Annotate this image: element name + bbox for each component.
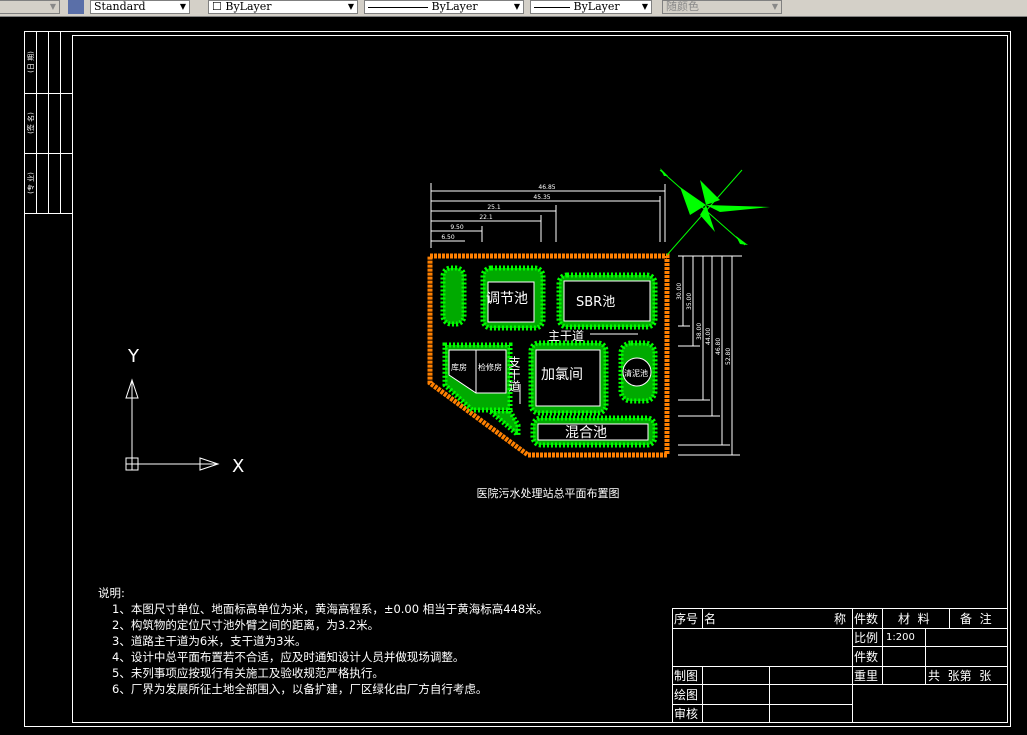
notes-heading: 说明: xyxy=(98,586,125,600)
lineweight-combo[interactable]: ByLayer▼ xyxy=(530,0,652,14)
label-tiaojie: 调节池 xyxy=(486,291,528,307)
note-5: 5、未列事项应按现行有关施工及验收规范严格执行。 xyxy=(112,666,384,680)
storage-repair-rooms xyxy=(448,349,507,394)
layer-combo[interactable]: ☐ ByLayer▼ xyxy=(208,0,358,14)
tb-scale-label: 比例 xyxy=(854,631,879,645)
sludge-pool xyxy=(622,357,652,387)
title-block-grid xyxy=(672,608,1008,723)
dim-46-85: 46.85 xyxy=(538,184,555,191)
dim-22-1: 22.1 xyxy=(479,214,493,221)
color-value: 随颜色 xyxy=(666,0,699,13)
text-style-icon[interactable] xyxy=(68,0,84,14)
label-main-road: 主干道 xyxy=(548,329,584,343)
dim-52-80: 52.80 xyxy=(725,348,732,365)
drawing-frame xyxy=(24,31,1011,727)
dim-9-50: 9.50 xyxy=(450,224,464,231)
notes: 说明: 1、本图尺寸单位、地面标高单位为米，黄海高程系，±0.00 相当于黄海标… xyxy=(98,585,548,697)
note-6: 6、厂界为发展所征土地全部围入，以备扩建，厂区绿化由厂方自行考虑。 xyxy=(112,682,488,696)
right-dimensions xyxy=(678,255,742,456)
top-dimensions xyxy=(430,183,666,248)
side-label-major: (专 业) xyxy=(26,172,35,194)
label-sbr: SBR池 xyxy=(576,295,615,310)
text-style-value: Standard xyxy=(94,0,146,13)
tb-scale: 1:200 xyxy=(886,632,915,643)
linetype-value: ByLayer xyxy=(431,0,478,13)
note-2: 2、构筑物的定位尺寸池外臂之间的距离，为3.2米。 xyxy=(112,618,380,632)
label-qingni: 清泥池 xyxy=(624,368,648,378)
lineweight-value: ByLayer xyxy=(573,0,620,13)
dim-45-35: 45.35 xyxy=(533,194,550,201)
note-3: 3、道路主干道为6米，支干道为3米。 xyxy=(112,634,307,648)
note-4: 4、设计中总平面布置若不合适，应及时通知设计人员并做现场调整。 xyxy=(112,650,465,664)
tb-drafting: 绘图 xyxy=(674,688,699,702)
drawing-title: 医院污水处理站总平面布置图 xyxy=(477,486,620,500)
label-jialv: 加氯间 xyxy=(541,367,583,383)
axis-y-label: Y xyxy=(127,346,140,367)
dim-38-00: 38.00 xyxy=(696,323,703,340)
tb-review: 审核 xyxy=(674,707,699,721)
tiaojie-pool xyxy=(487,281,535,323)
label-kufang: 库房 xyxy=(451,362,467,372)
side-label-sign: (签 名) xyxy=(26,112,35,134)
note-1: 1、本图尺寸单位、地面标高单位为米，黄海高程系，±0.00 相当于黄海标高448… xyxy=(112,602,549,616)
tb-name2: 称 xyxy=(834,612,847,626)
side-label-date: (日 期) xyxy=(27,51,35,73)
linetype-combo[interactable]: ByLayer▼ xyxy=(364,0,524,14)
color-combo[interactable]: 随颜色▼ xyxy=(662,0,782,14)
site-wall xyxy=(427,253,670,458)
tb-sheets: 共 张第 张 xyxy=(928,669,992,683)
workspace-combo[interactable]: ▼ xyxy=(0,0,60,14)
text-style-combo[interactable]: Standard▼ xyxy=(90,0,190,14)
dim-44-00: 44.00 xyxy=(705,328,712,345)
sbr-pool xyxy=(563,280,651,322)
ucs-icon xyxy=(125,378,220,471)
properties-toolbar: ▼ Standard▼ ☐ ByLayer▼ ByLayer▼ ByLayer▼… xyxy=(0,0,1027,17)
mixing-pool xyxy=(537,423,649,441)
tb-weight: 重里 xyxy=(854,669,879,683)
tb-material: 材 料 xyxy=(898,612,930,626)
tb-name: 名 xyxy=(704,612,717,626)
label-hunhe: 混合池 xyxy=(565,425,607,441)
chlorination-room xyxy=(535,349,601,407)
tb-seq: 序号 xyxy=(674,612,699,626)
label-jianxiu: 检修房 xyxy=(478,362,502,372)
wind-rose-icon xyxy=(659,168,770,256)
dim-46-80: 46.80 xyxy=(715,338,722,355)
label-branch-road: 支干道 xyxy=(507,356,521,392)
tb-remark: 备 注 xyxy=(960,612,992,626)
drawing-canvas[interactable] xyxy=(0,18,1027,735)
tb-draw: 制图 xyxy=(674,669,699,683)
tb-count: 件数 xyxy=(854,612,879,626)
axis-x-label: X xyxy=(232,456,244,477)
layer-value: ByLayer xyxy=(225,0,272,13)
dim-6-50: 6.50 xyxy=(441,234,455,241)
dim-35-00: 35.00 xyxy=(686,293,693,310)
tb-count2: 件数 xyxy=(854,650,879,664)
dim-25-1: 25.1 xyxy=(487,204,501,211)
dim-30-00: 30.00 xyxy=(676,283,683,300)
